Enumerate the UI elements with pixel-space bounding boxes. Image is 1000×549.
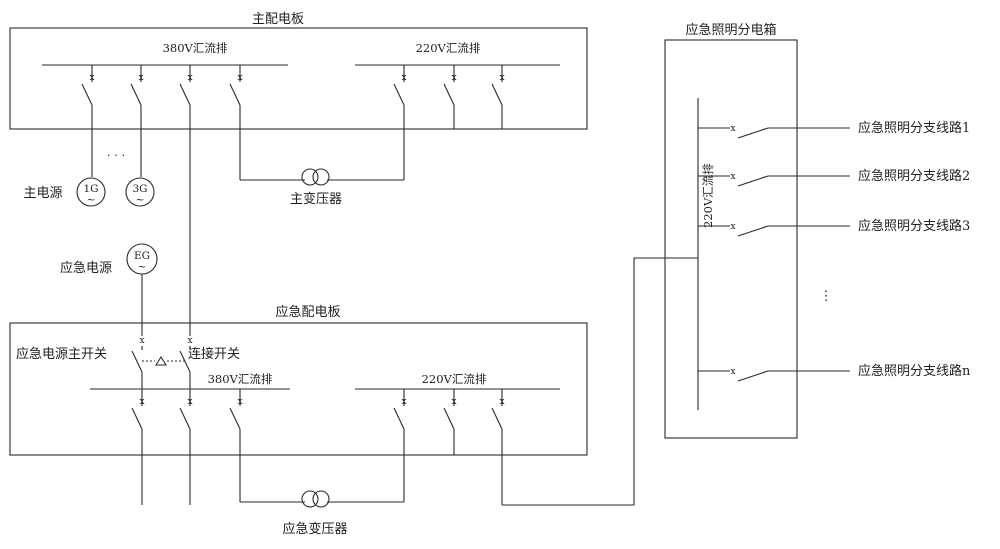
main-transformer-label: 主变压器 xyxy=(290,191,342,207)
lighting-box-title: 应急照明分电箱 xyxy=(685,22,776,38)
emergency-power-label: 应急电源 xyxy=(60,260,112,276)
main-board-frame xyxy=(9,27,588,130)
svg-text:x: x xyxy=(730,124,735,134)
emergency-220-breaker-1: x xyxy=(393,389,407,502)
svg-text:x: x xyxy=(237,397,242,407)
emergency-board-frame xyxy=(9,322,588,456)
main-380-breaker-3: x xyxy=(179,65,193,336)
svg-text:x: x xyxy=(187,73,192,83)
main-bus-220-label: 220V汇流排 xyxy=(416,41,481,55)
svg-text:x: x xyxy=(730,222,735,232)
lighting-bus-label: 220V汇流排 xyxy=(701,163,715,228)
main-ellipsis: · · · xyxy=(107,148,125,162)
main-220-breaker-1: x xyxy=(393,65,407,180)
emergency-bus-380-label: 380V汇流排 xyxy=(208,372,273,386)
main-transformer-symbol xyxy=(301,168,330,186)
svg-text:x: x xyxy=(451,397,456,407)
svg-text:x: x xyxy=(139,336,144,346)
branch-label-n: 应急照明分支线路n xyxy=(858,363,971,379)
emergency-380-breaker-1: x xyxy=(131,389,145,505)
branch-3: x xyxy=(698,222,850,237)
svg-text:x: x xyxy=(730,367,735,377)
emergency-board-title: 应急配电板 xyxy=(275,304,340,320)
emergency-220-breaker-3: x xyxy=(491,389,505,505)
branch-label-1: 应急照明分支线路1 xyxy=(858,120,970,136)
svg-text:x: x xyxy=(499,73,504,83)
svg-text:x: x xyxy=(139,397,144,407)
generator-eg-icon: EG ~ xyxy=(126,243,158,275)
svg-text:x: x xyxy=(138,73,143,83)
svg-text:x: x xyxy=(237,73,242,83)
emergency-380-breaker-2: x xyxy=(179,389,193,505)
svg-text:x: x xyxy=(187,336,192,346)
generator-eg-label: EG xyxy=(134,250,150,262)
main-380-breaker-1: x xyxy=(81,65,95,177)
link-switch: x xyxy=(179,336,193,389)
svg-text:x: x xyxy=(401,73,406,83)
interlock-icon xyxy=(142,355,187,366)
svg-text:~: ~ xyxy=(138,261,147,273)
emergency-main-switch-label: 应急电源主开关 xyxy=(16,346,107,362)
svg-text:x: x xyxy=(499,397,504,407)
svg-text:~: ~ xyxy=(87,194,96,206)
generator-3g-icon: 3G ~ xyxy=(125,177,155,207)
main-220-breaker-2: x xyxy=(443,65,457,129)
svg-text:x: x xyxy=(401,397,406,407)
main-380-breaker-4: x xyxy=(229,65,243,180)
main-220-breaker-3: x xyxy=(491,65,505,129)
emergency-220-breaker-2: x xyxy=(443,389,457,455)
emergency-bus-220-label: 220V汇流排 xyxy=(422,372,487,386)
emergency-transformer-label: 应急变压器 xyxy=(282,521,347,537)
emergency-main-switch: x xyxy=(131,336,145,389)
emergency-transformer-symbol xyxy=(301,490,330,508)
main-bus-380-label: 380V汇流排 xyxy=(163,41,228,55)
branch-label-2: 应急照明分支线路2 xyxy=(858,168,970,184)
branch-2: x xyxy=(698,172,850,187)
emergency-380-breaker-3: x xyxy=(229,389,243,502)
svg-text:x: x xyxy=(730,172,735,182)
main-board-title: 主配电板 xyxy=(252,12,304,27)
main-power-label: 主电源 xyxy=(23,186,62,201)
svg-text:x: x xyxy=(451,73,456,83)
generator-3g-label: 3G xyxy=(132,183,147,195)
main-380-breaker-2: x xyxy=(130,65,144,177)
lighting-box-frame xyxy=(664,39,798,439)
link-switch-label: 连接开关 xyxy=(188,346,240,362)
generator-1g-label: 1G xyxy=(83,183,98,195)
svg-text:x: x xyxy=(187,397,192,407)
branch-label-3: 应急照明分支线路3 xyxy=(858,218,970,234)
svg-text:~: ~ xyxy=(136,194,145,206)
generator-1g-icon: 1G ~ xyxy=(76,177,106,207)
branch-n: x xyxy=(698,367,850,382)
branch-1: x xyxy=(698,124,850,139)
svg-text:x: x xyxy=(89,73,94,83)
lighting-feeder xyxy=(502,257,698,506)
branch-ellipsis: ⋮ xyxy=(820,289,833,304)
